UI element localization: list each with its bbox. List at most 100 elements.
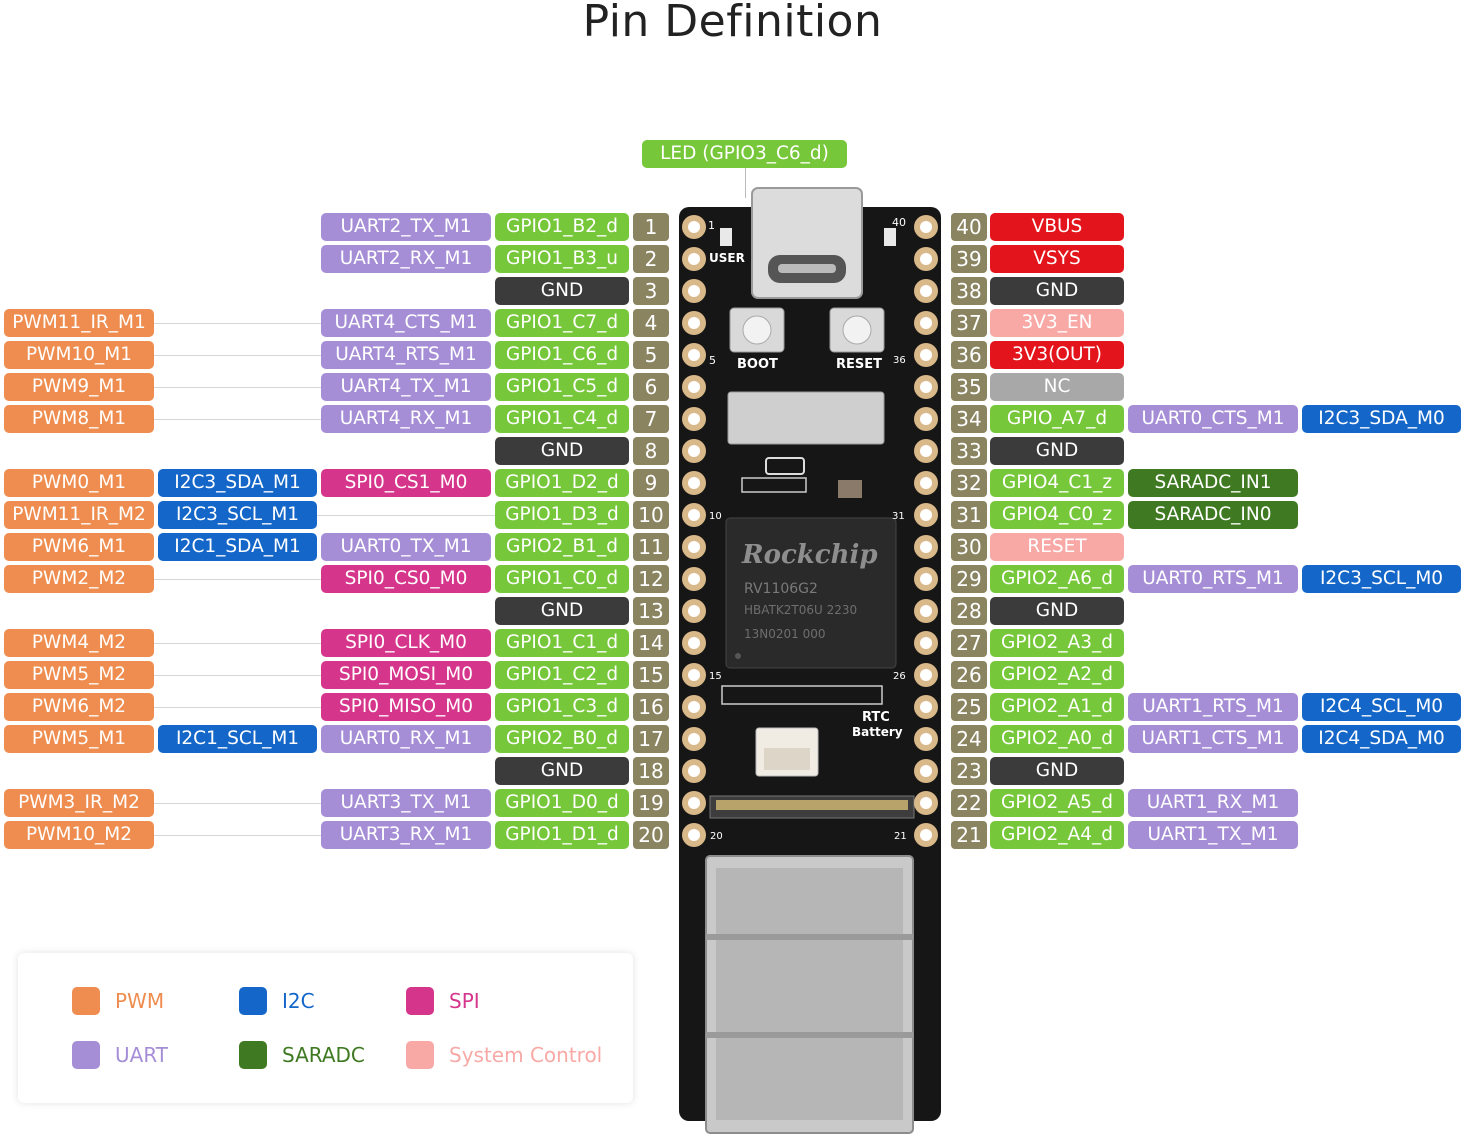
alt-function-label: PWM2_M2 xyxy=(4,565,154,593)
pin-number: 18 xyxy=(633,757,669,785)
alt-function-label: PWM0_M1 xyxy=(4,469,154,497)
alt-function-label: UART3_TX_M1 xyxy=(321,789,491,817)
pin-number: 8 xyxy=(633,437,669,465)
pin-function-label: GPIO2_B1_d xyxy=(495,533,629,561)
alt-function-label: I2C3_SDA_M1 xyxy=(158,469,317,497)
pin-function-label: GPIO2_A6_d xyxy=(990,565,1124,593)
svg-text:HBATK2T06U 2230: HBATK2T06U 2230 xyxy=(744,603,857,617)
alt-function-label: UART4_RX_M1 xyxy=(321,405,491,433)
pin-number: 19 xyxy=(633,789,669,817)
pin-function-label: GPIO2_A4_d xyxy=(990,821,1124,849)
legend-label: I2C xyxy=(282,989,315,1013)
connector-line xyxy=(154,387,321,388)
pin-number: 33 xyxy=(951,437,987,465)
svg-text:26: 26 xyxy=(893,671,906,682)
pin-number: 21 xyxy=(951,821,987,849)
alt-function-label: PWM10_M2 xyxy=(4,821,154,849)
pin-number: 1 xyxy=(633,213,669,241)
alt-function-label: PWM9_M1 xyxy=(4,373,154,401)
alt-function-label: UART0_RX_M1 xyxy=(321,725,491,753)
pin-number: 26 xyxy=(951,661,987,689)
connector-line xyxy=(317,515,495,516)
reset-silk-label: RESET xyxy=(836,357,882,372)
pin-function-label: GPIO1_B3_u xyxy=(495,245,629,273)
alt-function-label: I2C1_SCL_M1 xyxy=(158,725,317,753)
alt-function-label: PWM4_M2 xyxy=(4,629,154,657)
alt-function-label: UART0_RTS_M1 xyxy=(1128,565,1298,593)
alt-function-label: SARADC_IN0 xyxy=(1128,501,1298,529)
alt-function-label: UART2_RX_M1 xyxy=(321,245,491,273)
legend-swatch xyxy=(239,1041,267,1069)
alt-function-label: PWM3_IR_M2 xyxy=(4,789,154,817)
pin-number: 40 xyxy=(951,213,987,241)
pin-number: 20 xyxy=(633,821,669,849)
pin-number: 3 xyxy=(633,277,669,305)
pin-number: 34 xyxy=(951,405,987,433)
pin-function-label: GPIO2_A1_d xyxy=(990,693,1124,721)
legend-swatch xyxy=(406,987,434,1015)
alt-function-label: I2C1_SDA_M1 xyxy=(158,533,317,561)
pin-function-label: GPIO_A7_d xyxy=(990,405,1124,433)
pin-function-label: GPIO1_C1_d xyxy=(495,629,629,657)
alt-function-label: SPI0_MOSI_M0 xyxy=(321,661,491,689)
alt-function-label: PWM8_M1 xyxy=(4,405,154,433)
pin-number: 17 xyxy=(633,725,669,753)
alt-function-label: PWM5_M2 xyxy=(4,661,154,689)
led-label: LED (GPIO3_C6_d) xyxy=(642,140,847,168)
pin-number: 12 xyxy=(633,565,669,593)
alt-function-label: UART1_TX_M1 xyxy=(1128,821,1298,849)
pin-function-label: 3V3_EN xyxy=(990,309,1124,337)
pin-number: 16 xyxy=(633,693,669,721)
pin-number: 38 xyxy=(951,277,987,305)
pin-function-label: GPIO4_C1_z xyxy=(990,469,1124,497)
pin-number: 35 xyxy=(951,373,987,401)
alt-function-label: PWM11_IR_M2 xyxy=(4,501,154,529)
legend-label: PWM xyxy=(115,989,165,1013)
pin-function-label: GND xyxy=(990,277,1124,305)
connector-line xyxy=(154,835,321,836)
pin-function-label: VBUS xyxy=(990,213,1124,241)
pin-function-label: GPIO1_D0_d xyxy=(495,789,629,817)
alt-function-label: UART3_RX_M1 xyxy=(321,821,491,849)
pin-number: 25 xyxy=(951,693,987,721)
connector-line xyxy=(154,323,321,324)
pin-function-label: GPIO1_D2_d xyxy=(495,469,629,497)
legend-swatch xyxy=(406,1041,434,1069)
alt-function-label: UART4_TX_M1 xyxy=(321,373,491,401)
alt-function-label: SPI0_CLK_M0 xyxy=(321,629,491,657)
pin-number: 6 xyxy=(633,373,669,401)
pin-number: 37 xyxy=(951,309,987,337)
alt-function-label: UART4_RTS_M1 xyxy=(321,341,491,369)
usb-c-connector xyxy=(751,187,863,299)
pin-function-label: GPIO4_C0_z xyxy=(990,501,1124,529)
legend-label: SARADC xyxy=(282,1043,365,1067)
pin-function-label: GND xyxy=(495,597,629,625)
alt-function-label: PWM10_M1 xyxy=(4,341,154,369)
pin-number: 31 xyxy=(951,501,987,529)
rtc-battery-connector xyxy=(755,727,819,777)
svg-text:20: 20 xyxy=(710,831,723,842)
pin-function-label: 3V3(OUT) xyxy=(990,341,1124,369)
pin-number: 32 xyxy=(951,469,987,497)
pin-number: 28 xyxy=(951,597,987,625)
pin-number: 9 xyxy=(633,469,669,497)
pin-function-label: GND xyxy=(990,757,1124,785)
pin-function-label: GPIO1_D3_d xyxy=(495,501,629,529)
pin-function-label: GND xyxy=(990,597,1124,625)
boot-silk-label: BOOT xyxy=(737,357,778,372)
user-silk-label: USER xyxy=(709,251,745,265)
pin-number: 23 xyxy=(951,757,987,785)
svg-text:36: 36 xyxy=(893,355,906,366)
pin-function-label: GPIO2_A3_d xyxy=(990,629,1124,657)
alt-function-label: I2C3_SCL_M1 xyxy=(158,501,317,529)
page-title: Pin Definition xyxy=(582,0,883,47)
svg-text:40: 40 xyxy=(892,216,906,229)
pin-function-label: GPIO2_A0_d xyxy=(990,725,1124,753)
pin-function-label: GND xyxy=(495,277,629,305)
alt-function-label: UART1_CTS_M1 xyxy=(1128,725,1298,753)
boot-button-illustration xyxy=(729,307,785,353)
alt-function-label: I2C4_SDA_M0 xyxy=(1302,725,1461,753)
pin-function-label: GPIO1_C0_d xyxy=(495,565,629,593)
